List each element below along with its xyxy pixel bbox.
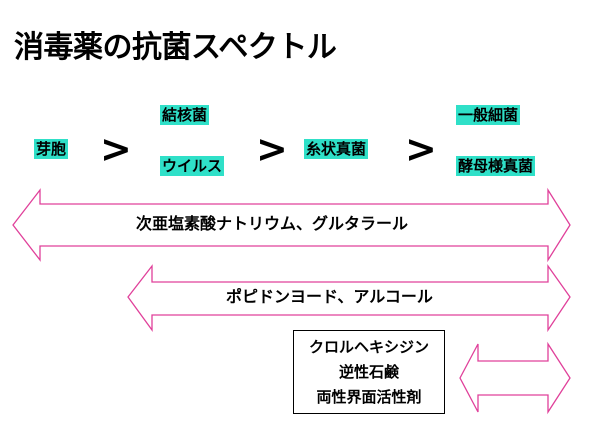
arrow-wide bbox=[12, 187, 571, 263]
narrow-spectrum-box: クロルヘキシジン 逆性石鹸 両性界面活性剤 bbox=[293, 330, 445, 414]
greater-than-symbol-3: > bbox=[405, 127, 437, 171]
page-title: 消毒薬の抗菌スペクトル bbox=[14, 30, 337, 65]
greater-than-symbol-2: > bbox=[256, 127, 288, 171]
organism-yeast-fungi: 酵母様真菌 bbox=[456, 156, 536, 176]
organism-spore: 芽胞 bbox=[34, 139, 69, 159]
disinfectant-chlorhexidine: クロルヘキシジン bbox=[308, 337, 429, 356]
organism-general-bacteria: 一般細菌 bbox=[456, 105, 521, 125]
disinfectant-wide-spectrum: 次亜塩素酸ナトリウム、グルタラール bbox=[136, 214, 409, 233]
organism-virus: ウイルス bbox=[160, 156, 225, 176]
disinfectant-medium-spectrum: ポピドンヨード、アルコール bbox=[226, 287, 433, 306]
greater-than-symbol-1: > bbox=[100, 127, 132, 171]
organism-tuberculosis: 結核菌 bbox=[160, 105, 210, 125]
disinfectant-amphoteric-surfactant: 両性界面活性剤 bbox=[316, 388, 422, 407]
disinfectant-invert-soap: 逆性石鹸 bbox=[338, 362, 399, 381]
organism-filamentous-fungi: 糸状真菌 bbox=[304, 139, 369, 159]
arrow-medium bbox=[127, 263, 571, 333]
arrow-narrow bbox=[459, 341, 571, 415]
